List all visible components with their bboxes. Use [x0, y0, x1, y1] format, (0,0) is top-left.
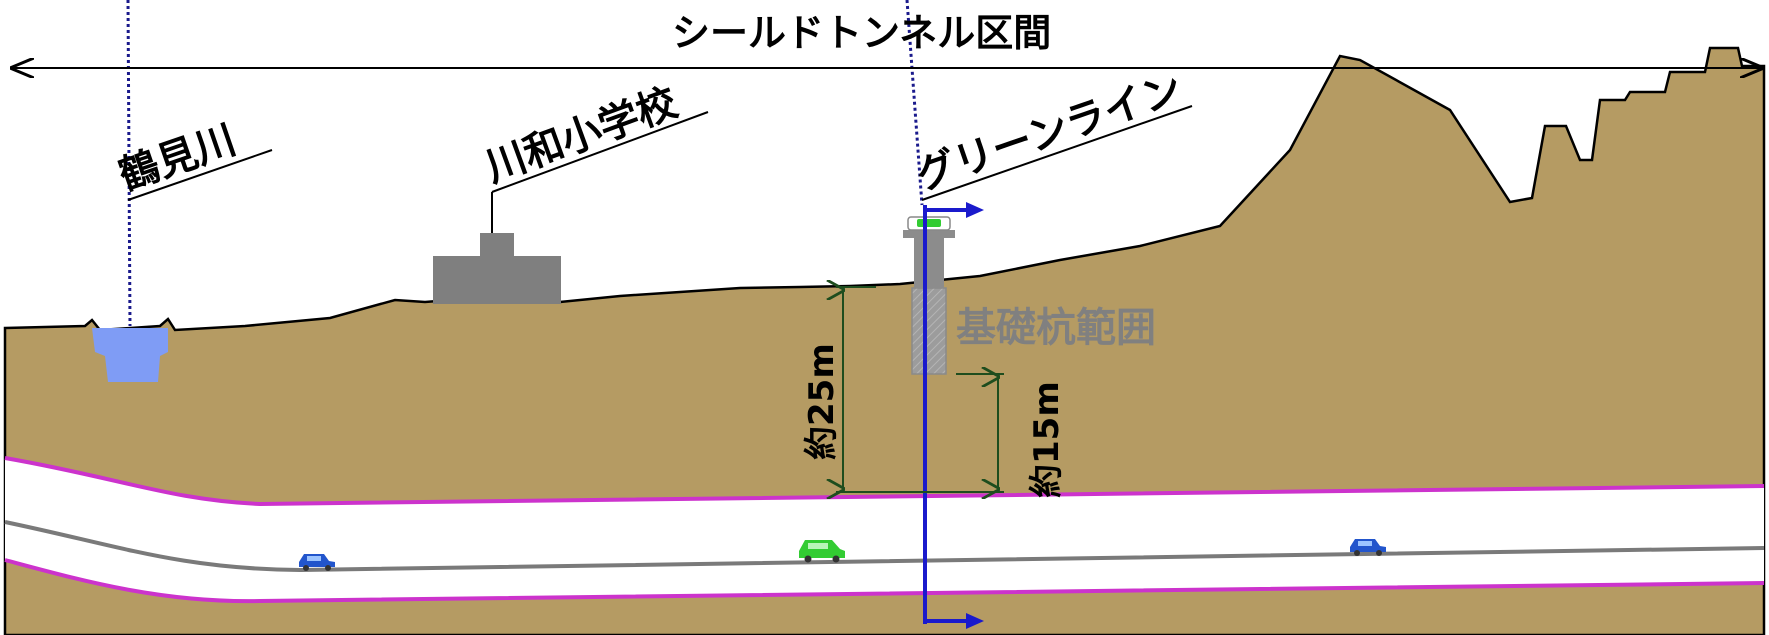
section-title: シールドトンネル区間	[672, 11, 1051, 55]
road-surface	[4, 520, 1765, 573]
pile-range-label: 基礎杭範囲	[956, 305, 1156, 351]
river-dotted-line	[126, 0, 132, 327]
river-label: 鶴見川	[113, 117, 241, 200]
school-label: 川和小学校	[480, 80, 684, 192]
school-leader-line	[491, 111, 709, 193]
foundation-pile	[911, 287, 947, 375]
river-water	[92, 328, 168, 382]
depth-25m-dimension	[836, 287, 940, 492]
tunnel-lower-lining	[4, 558, 1765, 604]
rail-dotted-line	[905, 0, 924, 206]
pier-cap	[903, 230, 955, 238]
depth-15m-label: 約15m	[1027, 381, 1067, 498]
car-icon-blue-left	[299, 554, 335, 571]
train-icon	[907, 216, 951, 231]
rail-label: グリーンライン	[910, 65, 1188, 199]
depth-15m-dimension	[940, 374, 1004, 492]
river-leader-line	[127, 149, 273, 201]
blue-axis-line	[923, 202, 984, 629]
tunnel-upper-lining	[4, 456, 1765, 507]
tunnel-bore	[5, 458, 1764, 602]
pier-column	[914, 232, 944, 288]
car-icon-green	[799, 540, 845, 563]
car-icon-blue-right	[1350, 539, 1386, 556]
rail-leader-line	[921, 105, 1193, 201]
depth-25m-label: 約25m	[802, 343, 842, 460]
school-building	[433, 192, 561, 304]
